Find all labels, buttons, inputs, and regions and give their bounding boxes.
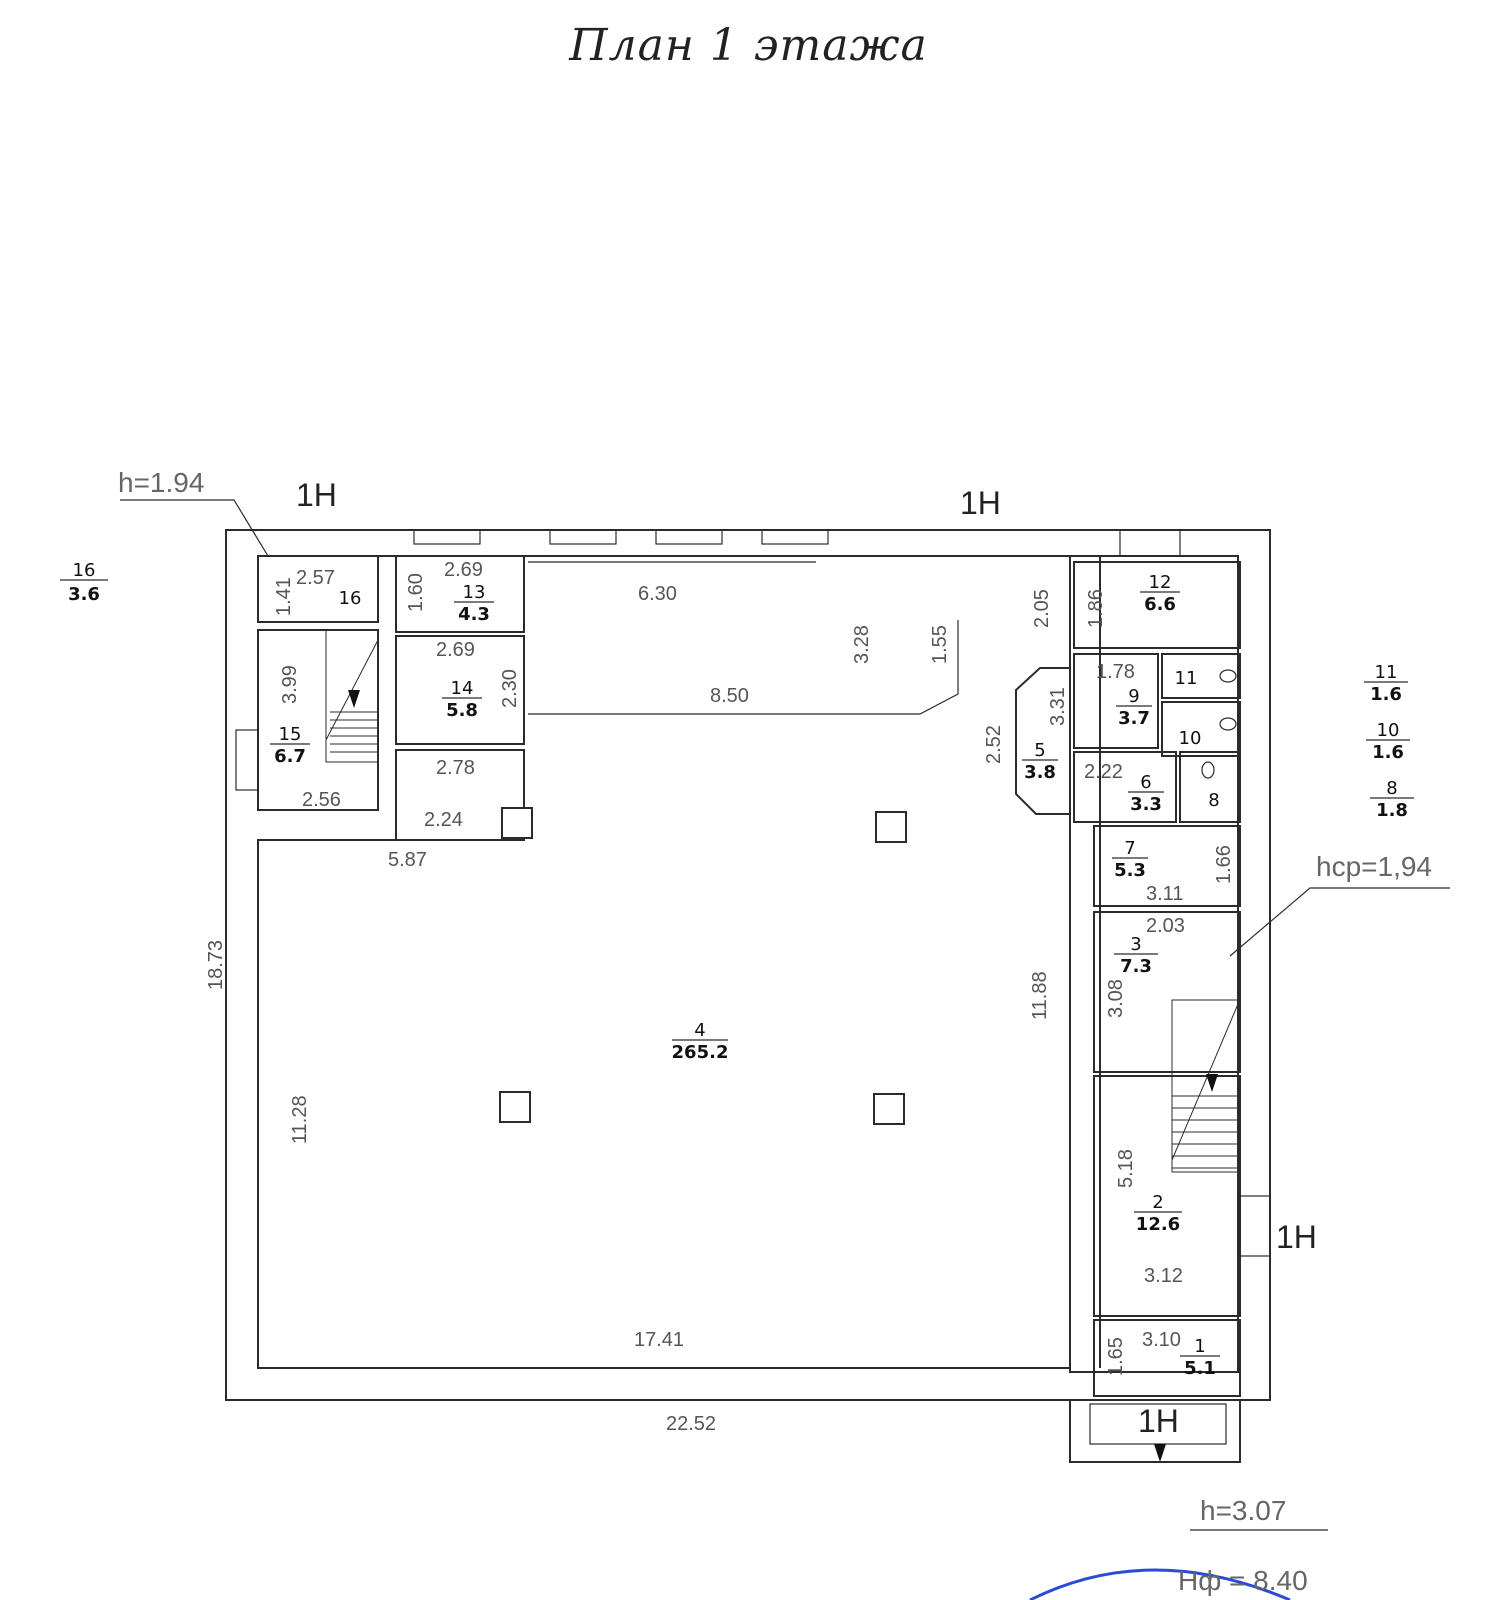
svg-text:265.2: 265.2 [672, 1042, 729, 1063]
dim-1-41: 1.41 [273, 577, 295, 616]
dim-3-08: 3.08 [1105, 979, 1127, 1018]
room-label-11: 11 [1175, 668, 1198, 689]
dim-2-69-a: 2.69 [444, 559, 483, 581]
dim-1-86: 1.86 [1085, 589, 1107, 628]
svg-text:6: 6 [1140, 772, 1151, 793]
room-label-3: 37.3 [1114, 934, 1158, 977]
dim-17-41: 17.41 [634, 1329, 684, 1351]
dim-3-11: 3.11 [1146, 883, 1183, 905]
svg-text:10: 10 [1377, 720, 1400, 741]
dim-3-10: 3.10 [1142, 1329, 1181, 1351]
section-tag-1h-b: 1Н [960, 485, 1001, 521]
svg-text:6.7: 6.7 [274, 746, 306, 767]
note-h-cp: hср=1,94 [1316, 851, 1432, 882]
dim-2-30: 2.30 [499, 669, 521, 708]
room-label-9: 93.7 [1116, 686, 1152, 729]
svg-text:3.3: 3.3 [1130, 794, 1162, 815]
section-tag-1h-d: 1Н [1138, 1403, 1179, 1439]
walls [120, 499, 1450, 1600]
dim-5-87: 5.87 [388, 849, 427, 871]
legend-16: 163.6 [60, 560, 108, 605]
svg-text:3.6: 3.6 [68, 584, 100, 605]
note-h-f: Нф = 8.40 [1178, 1565, 1308, 1596]
svg-text:7: 7 [1124, 838, 1135, 859]
page-title: План 1 этажа [569, 20, 928, 71]
svg-text:11: 11 [1375, 662, 1398, 683]
room-label-5: 53.8 [1022, 740, 1058, 783]
dim-1-78: 1.78 [1096, 661, 1135, 683]
svg-text:5.8: 5.8 [446, 700, 478, 721]
dim-11-88: 11.88 [1029, 971, 1051, 1020]
svg-text:4.3: 4.3 [458, 604, 490, 625]
dim-18-73: 18.73 [205, 940, 227, 990]
dim-3-28: 3.28 [851, 625, 873, 664]
svg-text:3.8: 3.8 [1024, 762, 1056, 783]
dim-11-28: 11.28 [289, 1095, 311, 1144]
dim-1-66: 1.66 [1213, 845, 1235, 884]
svg-text:9: 9 [1128, 686, 1139, 707]
dim-1-60: 1.60 [405, 573, 427, 612]
svg-text:1.8: 1.8 [1376, 800, 1408, 821]
legend-8: 81.8 [1370, 778, 1414, 821]
room-label-2: 212.6 [1134, 1192, 1182, 1235]
svg-text:8: 8 [1386, 778, 1397, 799]
svg-text:12.6: 12.6 [1136, 1214, 1180, 1235]
section-tag-1h-c: 1Н [1276, 1219, 1317, 1255]
dim-8-50: 8.50 [710, 685, 749, 707]
dim-22-52: 22.52 [666, 1413, 716, 1435]
dimensions: 2.57 1.41 2.69 1.60 6.30 2.05 1.86 3.99 … [205, 559, 1235, 1435]
svg-text:2: 2 [1152, 1192, 1163, 1213]
room-label-6: 63.3 [1128, 772, 1164, 815]
dim-6-30: 6.30 [638, 583, 677, 605]
room-label-13: 134.3 [454, 582, 494, 625]
svg-text:13: 13 [463, 582, 486, 603]
svg-text:1: 1 [1194, 1336, 1205, 1357]
dim-2-57: 2.57 [296, 567, 335, 589]
room-label-14: 145.8 [442, 678, 482, 721]
dim-2-69-b: 2.69 [436, 639, 475, 661]
svg-text:1.6: 1.6 [1370, 684, 1402, 705]
note-h-top: h=1.94 [118, 467, 204, 498]
svg-text:16: 16 [73, 560, 96, 581]
dim-2-05: 2.05 [1031, 589, 1053, 628]
room-label-12: 126.6 [1140, 572, 1180, 615]
dim-1-55: 1.55 [929, 625, 951, 664]
svg-text:7.3: 7.3 [1120, 956, 1152, 977]
svg-text:1.6: 1.6 [1372, 742, 1404, 763]
dim-3-99: 3.99 [279, 665, 301, 704]
svg-text:5.1: 5.1 [1184, 1358, 1216, 1379]
legend-11: 111.6 [1364, 662, 1408, 705]
svg-text:12: 12 [1149, 572, 1172, 593]
legend-10: 101.6 [1366, 720, 1410, 763]
svg-text:5: 5 [1034, 740, 1045, 761]
svg-text:15: 15 [279, 724, 302, 745]
svg-text:3.7: 3.7 [1118, 708, 1150, 729]
dim-5-18: 5.18 [1115, 1149, 1137, 1188]
dim-3-12: 3.12 [1144, 1265, 1183, 1287]
room-label-15: 156.7 [270, 724, 310, 767]
dim-2-56: 2.56 [302, 789, 341, 811]
note-h-main: h=3.07 [1200, 1495, 1286, 1526]
svg-text:5.3: 5.3 [1114, 860, 1146, 881]
svg-text:14: 14 [451, 678, 474, 699]
room-label-8: 8 [1208, 790, 1219, 811]
room-label-1: 15.1 [1180, 1336, 1220, 1379]
svg-text:4: 4 [694, 1020, 705, 1041]
dim-1-65: 1.65 [1105, 1337, 1127, 1376]
dim-2-78: 2.78 [436, 757, 475, 779]
room-label-7: 75.3 [1112, 838, 1148, 881]
dim-3-31: 3.31 [1047, 687, 1069, 726]
dim-2-52: 2.52 [983, 725, 1005, 764]
dim-2-24: 2.24 [424, 809, 463, 831]
dim-2-03: 2.03 [1146, 915, 1185, 937]
room-label-10: 10 [1179, 728, 1202, 749]
section-tag-1h-a: 1Н [296, 477, 337, 513]
svg-text:6.6: 6.6 [1144, 594, 1176, 615]
room-label-16: 16 [339, 588, 362, 609]
dim-2-22: 2.22 [1084, 761, 1123, 783]
svg-text:3: 3 [1130, 934, 1141, 955]
